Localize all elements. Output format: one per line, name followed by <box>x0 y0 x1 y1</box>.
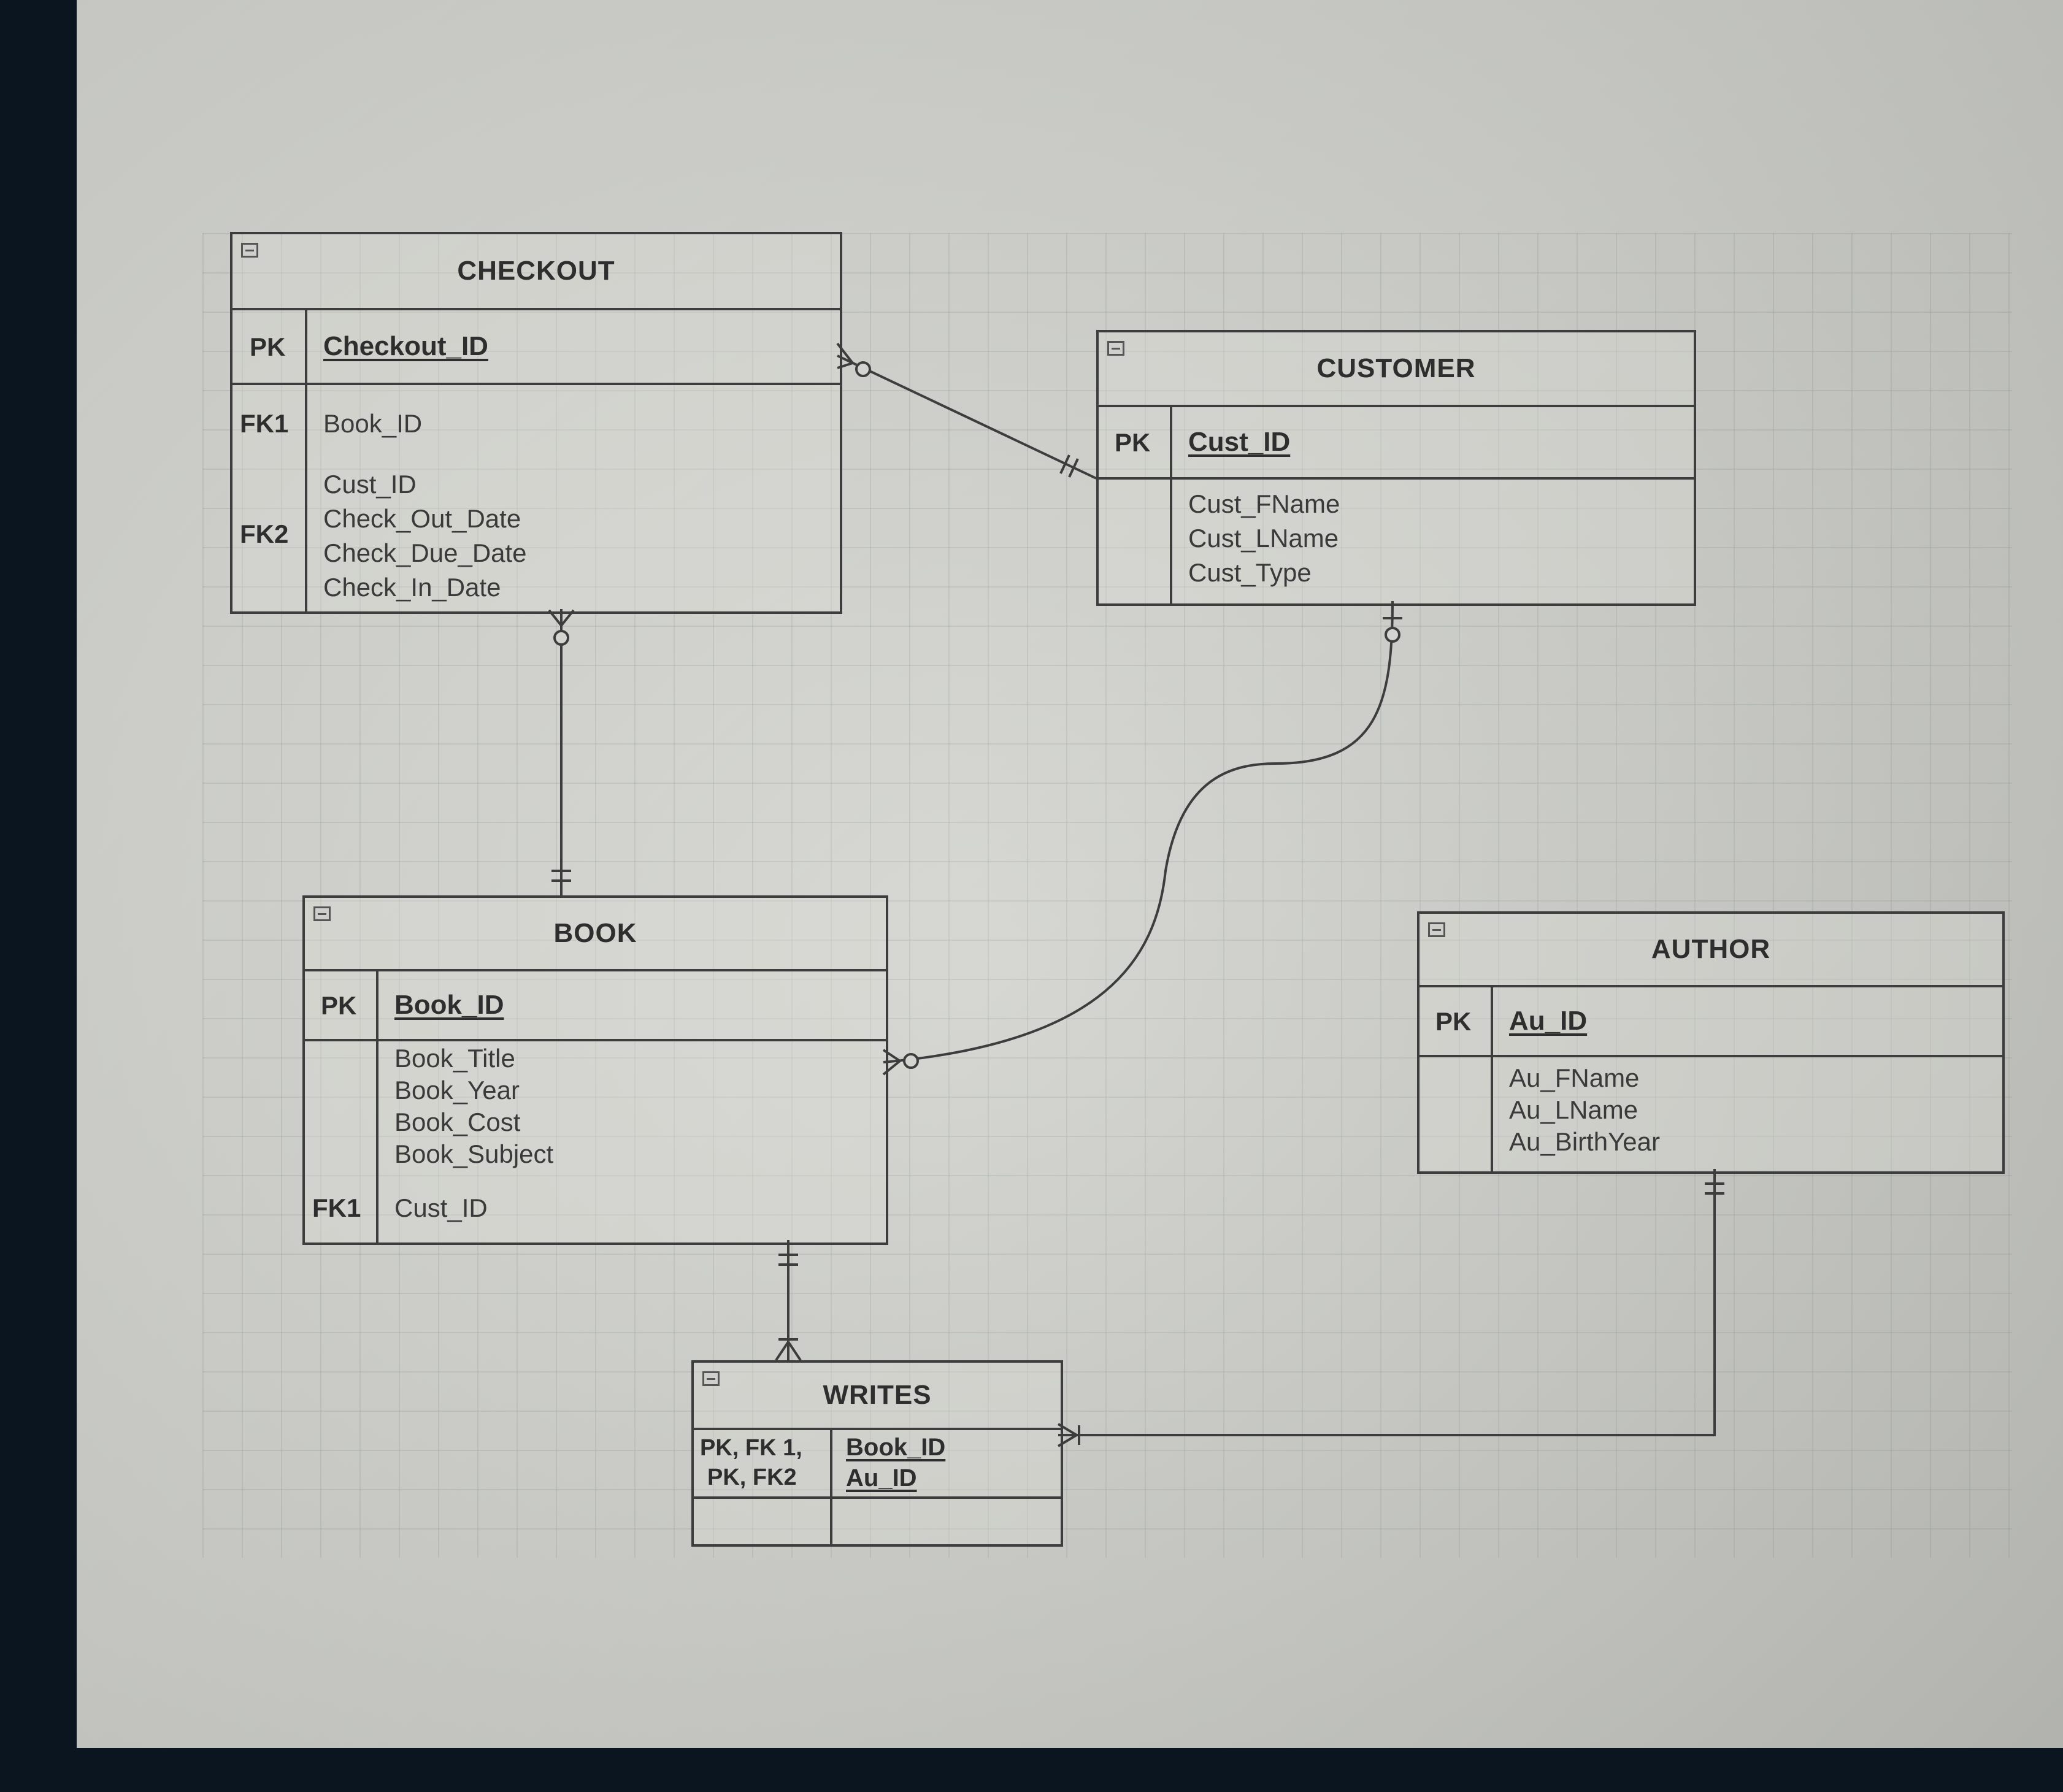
collapse-icon[interactable] <box>313 906 331 921</box>
collapse-icon[interactable] <box>1428 922 1445 937</box>
relationship-author-writes <box>1058 1169 1716 1436</box>
entity-customer[interactable]: CUSTOMER PK Cust_ID Cust_FName Cust_LNam… <box>1096 330 1696 606</box>
relationship-book-customer <box>883 600 1394 1063</box>
pk-attribute: Au_ID <box>1509 1006 1588 1036</box>
pk-attribute: Cust_ID <box>1188 427 1291 457</box>
mandatory-one-bars <box>1059 454 1079 478</box>
attribute: Cust_LName <box>1188 524 1339 553</box>
crows-foot-zero-many <box>882 1049 901 1076</box>
entity-title: AUTHOR <box>1420 914 2002 987</box>
attribute: Au_FName <box>1509 1063 1640 1092</box>
optional-circle <box>553 630 569 646</box>
entity-title: CUSTOMER <box>1099 332 1694 407</box>
attribute: Check_In_Date <box>323 573 501 602</box>
attribute: Check_Out_Date <box>323 504 521 533</box>
pk-fk-label: PK, FK 1, <box>700 1435 802 1461</box>
monitor-screen: CHECKOUT PK Checkout_ID FK1 FK2 Book_ID … <box>77 0 2063 1748</box>
fk1-label: FK1 <box>312 1193 361 1222</box>
pk-label: PK <box>1115 428 1151 457</box>
mandatory-one-bars <box>551 870 571 882</box>
pk-attribute: Au_ID <box>846 1465 917 1491</box>
attribute: Cust_ID <box>323 470 417 499</box>
attribute: Book_ID <box>323 409 423 438</box>
entity-book[interactable]: BOOK PK Book_ID Book_Title Book_Year Boo… <box>302 895 888 1245</box>
optional-circle <box>903 1053 919 1069</box>
attribute: Au_LName <box>1509 1095 1638 1124</box>
collapse-icon[interactable] <box>241 243 258 258</box>
collapse-icon[interactable] <box>702 1371 720 1386</box>
attribute: Check_Due_Date <box>323 538 527 567</box>
optional-circle <box>1385 627 1400 643</box>
crows-foot-zero-many <box>548 609 575 627</box>
attribute: Book_Title <box>394 1044 515 1073</box>
fk1-label: FK1 <box>240 409 289 438</box>
pk-label: PK <box>1435 1007 1472 1036</box>
relationship-checkout-customer <box>837 354 1097 480</box>
entity-title: CHECKOUT <box>232 234 840 310</box>
pk-label: PK <box>321 991 357 1020</box>
attribute: Cust_Type <box>1188 558 1312 587</box>
optional-circle <box>855 361 871 377</box>
entity-title: WRITES <box>694 1363 1061 1430</box>
attribute: Book_Year <box>394 1076 520 1105</box>
entity-title: BOOK <box>305 898 886 971</box>
pk-fk-label: PK, FK2 <box>707 1465 797 1490</box>
attribute: Au_BirthYear <box>1509 1127 1660 1156</box>
collapse-icon[interactable] <box>1107 341 1124 356</box>
relationship-lines <box>548 342 1724 1447</box>
pk-attribute: Checkout_ID <box>323 331 488 361</box>
attribute: Cust_ID <box>394 1193 488 1222</box>
fk2-label: FK2 <box>240 519 289 548</box>
pk-attribute: Book_ID <box>846 1434 946 1461</box>
mandatory-one-bars <box>778 1254 798 1266</box>
pk-attribute: Book_ID <box>394 990 504 1020</box>
entity-author[interactable]: AUTHOR PK Au_ID Au_FName Au_LName Au_Bir… <box>1417 911 2005 1174</box>
crows-foot-zero-many <box>836 342 854 369</box>
crows-foot-one-many <box>775 1338 802 1361</box>
entity-checkout[interactable]: CHECKOUT PK Checkout_ID FK1 FK2 Book_ID … <box>230 232 842 614</box>
entity-writes[interactable]: WRITES PK, FK 1, PK, FK2 Book_ID Au_ID <box>691 1360 1063 1547</box>
attribute: Book_Subject <box>394 1139 554 1168</box>
mandatory-one-bars <box>1705 1182 1724 1195</box>
pk-label: PK <box>250 332 286 361</box>
attribute: Cust_FName <box>1188 489 1340 518</box>
attribute: Book_Cost <box>394 1108 521 1136</box>
crows-foot-one-many <box>1057 1423 1080 1447</box>
